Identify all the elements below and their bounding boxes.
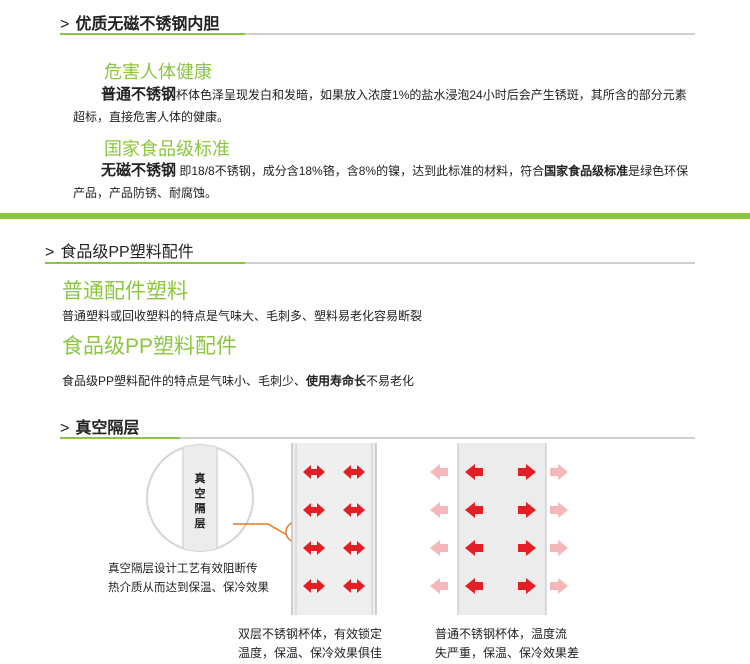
pp-desc-2: 不易老化 <box>366 374 415 388</box>
callout-line-1: 真空隔层设计工艺有效阻断传 <box>108 563 258 575</box>
section-rule-1 <box>60 33 695 35</box>
caption-ordinary-cup: 普通不锈钢杯体，温度流 失严重，保温、保冷效果差 <box>435 625 579 663</box>
vacuum-label-char: 空 <box>194 488 206 500</box>
heading-health-hazard: 危害人体健康 <box>104 62 212 82</box>
paragraph-food-grade-pp: 食品级PP塑料配件的特点是气味小、毛刺少、使用寿命长不易老化 <box>62 370 414 392</box>
caption-ordinary-cup-line-2: 失严重，保温、保冷效果差 <box>435 646 580 660</box>
paragraph-ordinary-plastic: 普通塑料或回收塑料的特点是气味大、毛刺多、塑料易老化容易断裂 <box>62 309 423 323</box>
section-title-vacuum-text: 真空隔层 <box>75 420 140 437</box>
ordinary-steel-desc: 杯体色泽呈现发白和发暗，如果放入浓度1%的盐水浸泡24小时后会产生锈斑，其所含的… <box>73 88 687 124</box>
caption-ordinary-cup-line-1: 普通不锈钢杯体，温度流 <box>435 627 568 641</box>
vacuum-diagram <box>146 443 568 615</box>
section-rule-3-accent <box>60 437 180 439</box>
chevron-right-icon: > <box>60 420 70 437</box>
vacuum-label-char: 隔 <box>194 503 206 515</box>
vacuum-callout-text: 真空隔层设计工艺有效阻断传 热介质从而达到保温、保冷效果 <box>108 560 269 598</box>
green-divider-band <box>0 213 750 219</box>
vacuum-label-char: 层 <box>194 518 206 530</box>
section-rule-3 <box>60 437 695 439</box>
section-rule-2-accent <box>45 262 245 264</box>
callout-line-2: 热介质从而达到保温、保冷效果 <box>108 582 269 594</box>
national-standard-emphasis: 国家食品级标准 <box>544 164 629 178</box>
heading-food-grade-pp: 食品级PP塑料配件 <box>62 335 238 358</box>
section-title-pp: > 食品级PP塑料配件 <box>45 238 194 262</box>
vacuum-label-char: 真 <box>194 473 206 485</box>
section-title-steel: > 优质无磁不锈钢内胆 <box>60 10 219 34</box>
heading-ordinary-plastic: 普通配件塑料 <box>62 280 188 303</box>
section-title-vacuum: > 真空隔层 <box>60 414 139 438</box>
section-rule-2 <box>45 262 695 264</box>
nonmagnetic-steel-desc: 即18/8不锈钢，成分含18%铬，含8%的镍，达到此标准的材料，符合 <box>176 164 545 178</box>
nonmagnetic-steel-desc-2: 是绿色环保产品，产品防锈、耐腐蚀。 <box>73 164 689 200</box>
ordinary-steel-label: 普通不锈钢 <box>101 86 177 103</box>
section-rule-1-accent <box>60 33 245 35</box>
caption-double-wall-line-2: 温度，保温、保冷效果俱佳 <box>238 646 383 660</box>
caption-double-wall: 双层不锈钢杯体，有效锁定 温度，保温、保冷效果俱佳 <box>238 625 382 663</box>
caption-double-wall-line-1: 双层不锈钢杯体，有效锁定 <box>238 627 383 641</box>
long-life-emphasis: 使用寿命长 <box>306 374 367 388</box>
right-arrows <box>430 464 568 594</box>
chevron-right-icon: > <box>45 244 55 261</box>
left-arrows <box>303 465 365 593</box>
double-wall-panel <box>291 443 377 615</box>
heading-national-standard: 国家食品级标准 <box>104 139 230 159</box>
chevron-right-icon: > <box>60 16 70 33</box>
paragraph-nonmagnetic-steel: 无磁不锈钢 即18/8不锈钢，成分含18%铬，含8%的镍，达到此标准的材料，符合… <box>73 160 698 204</box>
vacuum-label-vertical: 真 空 隔 层 <box>190 472 210 532</box>
nonmagnetic-steel-label: 无磁不锈钢 <box>101 162 177 179</box>
paragraph-ordinary-steel: 普通不锈钢杯体色泽呈现发白和发暗，如果放入浓度1%的盐水浸泡24小时后会产生锈斑… <box>73 84 698 128</box>
section-title-steel-text: 优质无磁不锈钢内胆 <box>75 16 220 33</box>
section-title-pp-text: 食品级PP塑料配件 <box>60 244 194 261</box>
vacuum-layer-zoom <box>146 444 254 552</box>
pp-desc: 食品级PP塑料配件的特点是气味小、毛刺少、 <box>62 374 307 388</box>
